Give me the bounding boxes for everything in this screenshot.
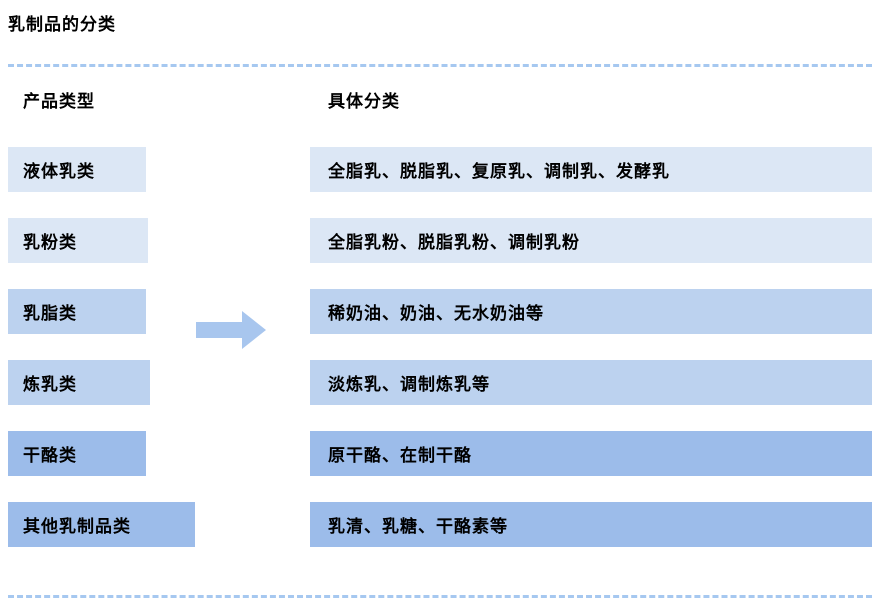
- detail-label: 原干酪、在制干酪: [328, 446, 472, 465]
- product-type-label: 液体乳类: [23, 162, 95, 181]
- row-left-zone: 其他乳制品类: [8, 502, 310, 547]
- column-header-specific-classification: 具体分类: [328, 92, 400, 111]
- row-left-zone: 液体乳类: [8, 147, 310, 192]
- bottom-divider: [8, 595, 872, 598]
- detail-label: 全脂乳粉、脱脂乳粉、调制乳粉: [328, 233, 580, 252]
- product-type-box: 其他乳制品类: [8, 502, 195, 547]
- detail-label: 全脂乳、脱脂乳、复原乳、调制乳、发酵乳: [328, 162, 670, 181]
- classification-row: 乳粉类 全脂乳粉、脱脂乳粉、调制乳粉: [8, 218, 874, 263]
- detail-box: 原干酪、在制干酪: [310, 431, 872, 476]
- product-type-box: 炼乳类: [8, 360, 150, 405]
- row-left-zone: 乳脂类: [8, 289, 310, 349]
- classification-row: 干酪类 原干酪、在制干酪: [8, 431, 874, 476]
- detail-box: 乳清、乳糖、干酪素等: [310, 502, 872, 547]
- product-type-box: 乳脂类: [8, 289, 146, 334]
- column-headers: 产品类型 具体分类: [8, 87, 874, 111]
- product-type-label: 干酪类: [23, 446, 77, 465]
- detail-label: 稀奶油、奶油、无水奶油等: [328, 304, 544, 323]
- right-arrow-icon: [196, 311, 266, 349]
- detail-box: 淡炼乳、调制炼乳等: [310, 360, 872, 405]
- classification-row: 炼乳类 淡炼乳、调制炼乳等: [8, 360, 874, 405]
- product-type-box: 液体乳类: [8, 147, 146, 192]
- detail-box: 全脂乳粉、脱脂乳粉、调制乳粉: [310, 218, 872, 263]
- detail-box: 全脂乳、脱脂乳、复原乳、调制乳、发酵乳: [310, 147, 872, 192]
- page-title: 乳制品的分类: [8, 15, 116, 34]
- product-type-label: 炼乳类: [23, 375, 77, 394]
- rows: 液体乳类 全脂乳、脱脂乳、复原乳、调制乳、发酵乳 乳粉类 全脂乳粉、脱脂乳粉、调…: [8, 147, 874, 547]
- product-type-box: 干酪类: [8, 431, 146, 476]
- row-left-zone: 炼乳类: [8, 360, 310, 405]
- detail-label: 淡炼乳、调制炼乳等: [328, 375, 490, 394]
- product-type-label: 乳脂类: [23, 304, 77, 323]
- row-left-zone: 乳粉类: [8, 218, 310, 263]
- classification-row: 液体乳类 全脂乳、脱脂乳、复原乳、调制乳、发酵乳: [8, 147, 874, 192]
- product-type-label: 乳粉类: [23, 233, 77, 252]
- product-type-box: 乳粉类: [8, 218, 148, 263]
- product-type-label: 其他乳制品类: [23, 517, 131, 536]
- detail-box: 稀奶油、奶油、无水奶油等: [310, 289, 872, 334]
- column-header-product-type: 产品类型: [23, 92, 95, 111]
- top-divider: [8, 64, 872, 67]
- row-left-zone: 干酪类: [8, 431, 310, 476]
- classification-row: 乳脂类 稀奶油、奶油、无水奶油等: [8, 289, 874, 349]
- classification-row: 其他乳制品类 乳清、乳糖、干酪素等: [8, 502, 874, 547]
- detail-label: 乳清、乳糖、干酪素等: [328, 517, 508, 536]
